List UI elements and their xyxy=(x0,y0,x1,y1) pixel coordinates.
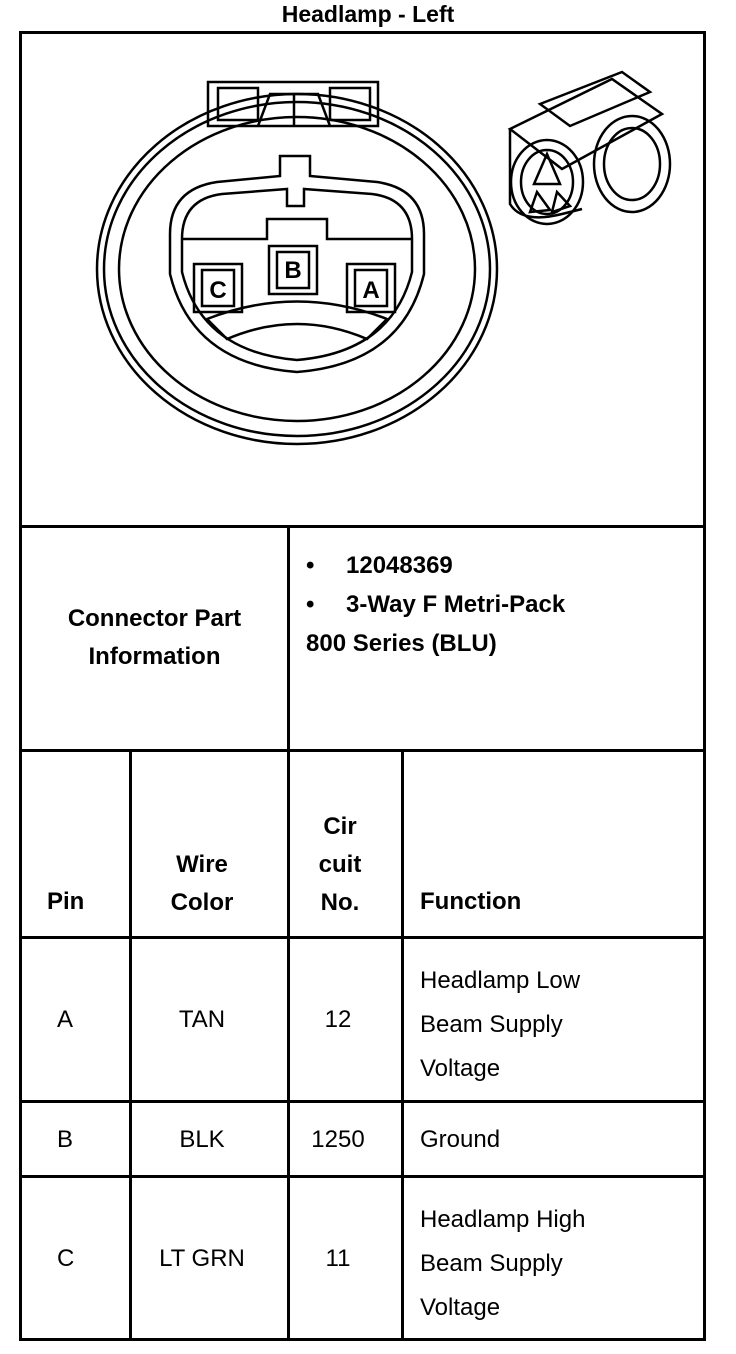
row-circuit: 1250 xyxy=(311,1126,365,1153)
row-function: Ground xyxy=(420,1126,501,1153)
header-circuit-line3: No. xyxy=(320,889,360,916)
header-wire-color: Wire Color xyxy=(132,846,272,922)
diagram-pin-b: B xyxy=(284,257,301,284)
header-wire-color-line2: Color xyxy=(170,889,234,916)
header-circuit-line2: cuit xyxy=(318,851,362,878)
header-circuit: Cir cuit No. xyxy=(290,808,390,922)
row-function-line: Voltage xyxy=(420,1294,501,1321)
row-function: Headlamp High Beam Supply Voltage xyxy=(420,1198,585,1330)
header-circuit-line1: Cir xyxy=(323,813,357,840)
connector-info-label-line1: Connector Part xyxy=(67,605,242,632)
header-wire-color-line1: Wire xyxy=(176,851,228,878)
row-wire-color: LT GRN xyxy=(159,1245,245,1272)
connector-diagram: C B A xyxy=(95,70,672,446)
row-wire-color: TAN xyxy=(178,1006,226,1033)
connector-info-label-line2: Information xyxy=(88,643,221,670)
connector-description-item: • 3-Way F Metri-Pack xyxy=(306,585,565,624)
row-function-line: Beam Supply xyxy=(420,1011,563,1038)
diagram-pin-c: C xyxy=(209,277,226,304)
row-pin: A xyxy=(57,1006,74,1033)
part-number: 12048369 xyxy=(346,552,453,579)
row-function-line: Headlamp High xyxy=(420,1206,586,1233)
row-function: Headlamp Low Beam Supply Voltage xyxy=(420,959,580,1091)
bullet: • xyxy=(306,591,315,618)
row-wire-color: BLK xyxy=(179,1126,225,1153)
header-pin: Pin xyxy=(47,888,85,915)
row-pin: C xyxy=(57,1245,75,1272)
part-number-item: • 12048369 xyxy=(306,546,565,585)
row-pin: B xyxy=(57,1126,74,1153)
connector-isometric-icon xyxy=(507,70,672,226)
row-function-line: Headlamp Low xyxy=(420,967,581,994)
header-function: Function xyxy=(420,888,522,915)
connector-info-label: Connector Part Information xyxy=(22,600,287,676)
row-circuit: 12 xyxy=(324,1006,352,1033)
connector-description-line1: 3-Way F Metri-Pack xyxy=(346,591,566,618)
bullet: • xyxy=(306,552,315,579)
connector-description-line2: 800 Series (BLU) xyxy=(306,630,497,657)
row-circuit: 11 xyxy=(325,1245,351,1272)
row-function-line: Voltage xyxy=(420,1055,501,1082)
row-function-line: Beam Supply xyxy=(420,1250,563,1277)
connector-info-values: • 12048369 • 3-Way F Metri-Pack 800 Series… xyxy=(306,546,565,663)
diagram-pin-a: A xyxy=(362,277,379,304)
page-title: Headlamp - Left xyxy=(281,1,455,27)
